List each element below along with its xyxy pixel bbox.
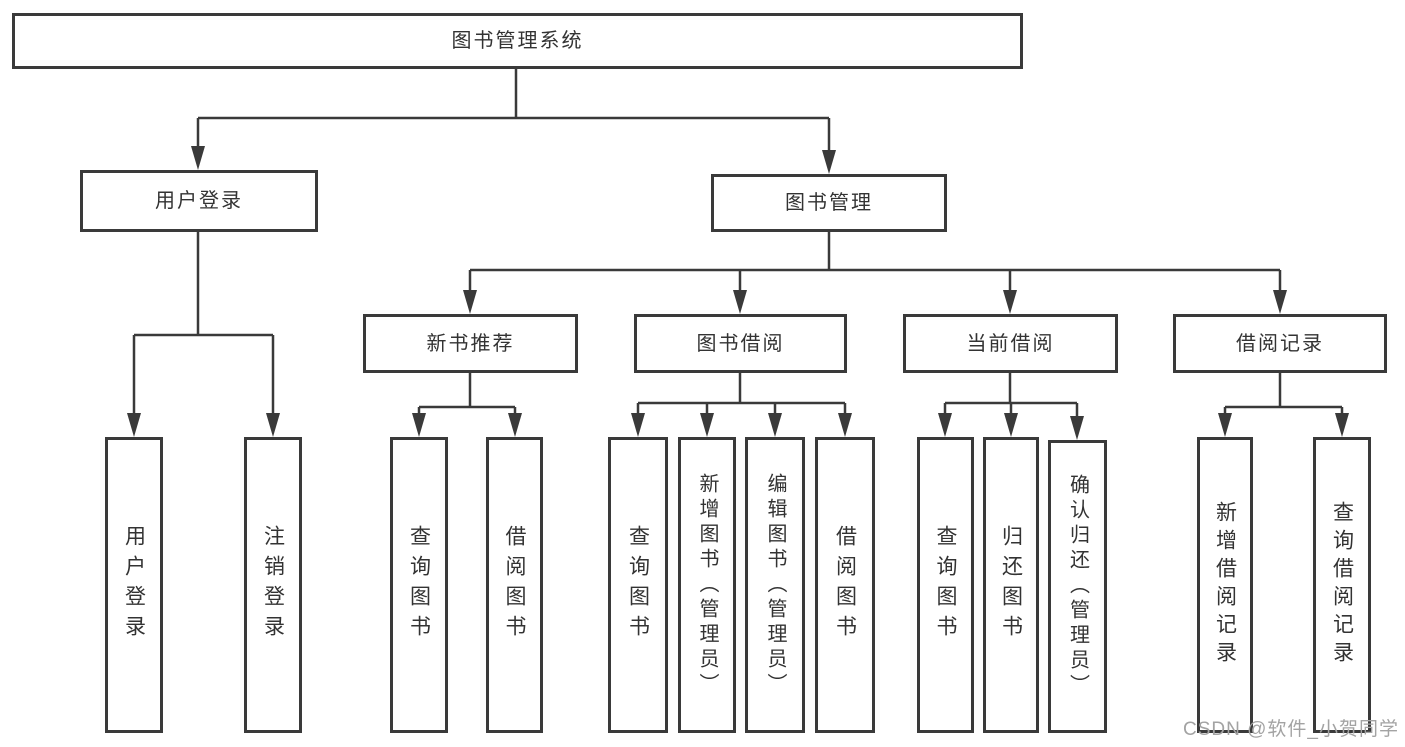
leaf-current-confirm-return-admin: 确认归还（管理员） bbox=[1048, 440, 1107, 733]
node-book-borrow: 图书借阅 bbox=[634, 314, 847, 373]
arrowheads bbox=[127, 146, 1349, 440]
edge-book-borrow-to-leaves bbox=[636, 373, 847, 419]
leaf-current-return: 归还图书 bbox=[983, 437, 1039, 733]
leaf-logout: 注销登录 bbox=[244, 437, 302, 733]
edge-current-borrow-to-leaves bbox=[943, 373, 1079, 422]
edge-book-mgmt-to-level3 bbox=[468, 232, 1282, 296]
node-new-book: 新书推荐 bbox=[363, 314, 578, 373]
leaf-borrow-book: 借阅图书 bbox=[815, 437, 875, 733]
node-book-mgmt: 图书管理 bbox=[711, 174, 947, 232]
watermark: CSDN @软件_小贺同学 bbox=[1183, 719, 1399, 740]
node-root: 图书管理系统 bbox=[12, 13, 1023, 69]
leaf-current-query: 查询图书 bbox=[917, 437, 974, 733]
edge-new-book-to-leaves bbox=[417, 373, 517, 419]
leaf-record-add: 新增借阅记录 bbox=[1197, 437, 1253, 733]
edge-user-login-to-leaves bbox=[132, 232, 275, 419]
edge-root-to-level2 bbox=[196, 69, 831, 156]
node-current-borrow: 当前借阅 bbox=[903, 314, 1118, 373]
edge-borrow-record-to-leaves bbox=[1223, 373, 1344, 419]
leaf-borrow-query: 查询图书 bbox=[608, 437, 668, 733]
leaf-new-book-borrow: 借阅图书 bbox=[486, 437, 543, 733]
leaf-borrow-edit-book-admin: 编辑图书（管理员） bbox=[745, 437, 805, 733]
leaf-new-book-query: 查询图书 bbox=[390, 437, 448, 733]
leaf-user-login: 用户登录 bbox=[105, 437, 163, 733]
leaf-borrow-add-book-admin: 新增图书（管理员） bbox=[678, 437, 736, 733]
leaf-record-query: 查询借阅记录 bbox=[1313, 437, 1371, 733]
node-user-login: 用户登录 bbox=[80, 170, 318, 232]
node-borrow-record: 借阅记录 bbox=[1173, 314, 1387, 373]
